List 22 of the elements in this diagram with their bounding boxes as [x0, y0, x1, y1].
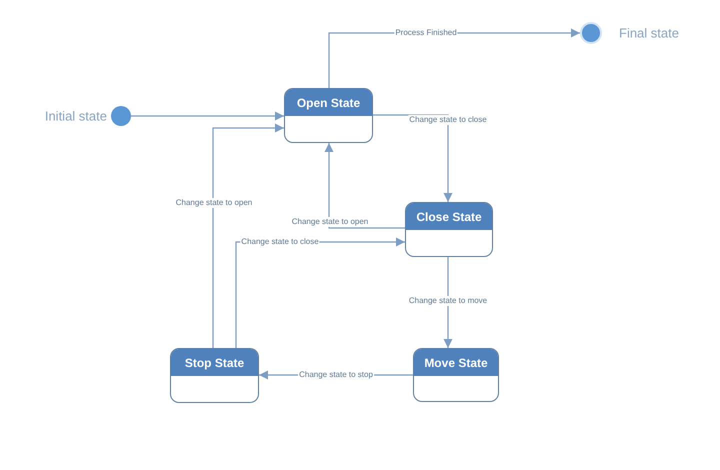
state-box: [284, 88, 373, 143]
state-title: Move State: [414, 349, 498, 376]
state-box: [170, 348, 259, 403]
edge-label: Process Finished: [394, 28, 458, 38]
state-label: Initial state: [44, 110, 107, 122]
edge-label: Change state to close: [240, 237, 320, 247]
state-box: [413, 348, 499, 402]
arrow: [212, 124, 284, 348]
state-title: Open State: [285, 89, 372, 116]
edge-label: Change state to open: [174, 198, 254, 208]
state-title: Stop State: [171, 349, 258, 376]
state-box: [405, 202, 493, 257]
arrow: [324, 143, 405, 229]
arrow: [373, 114, 452, 202]
edge-label: Change state to move: [408, 296, 488, 306]
arrow: [444, 257, 452, 348]
arrow: [131, 112, 284, 120]
state-label: Final state: [619, 26, 679, 40]
edge-label: Change state to close: [408, 115, 488, 125]
edge-label: Change state to open: [290, 217, 370, 227]
edge-label: Change state to stop: [298, 370, 374, 380]
state-title: Close State: [406, 203, 492, 230]
